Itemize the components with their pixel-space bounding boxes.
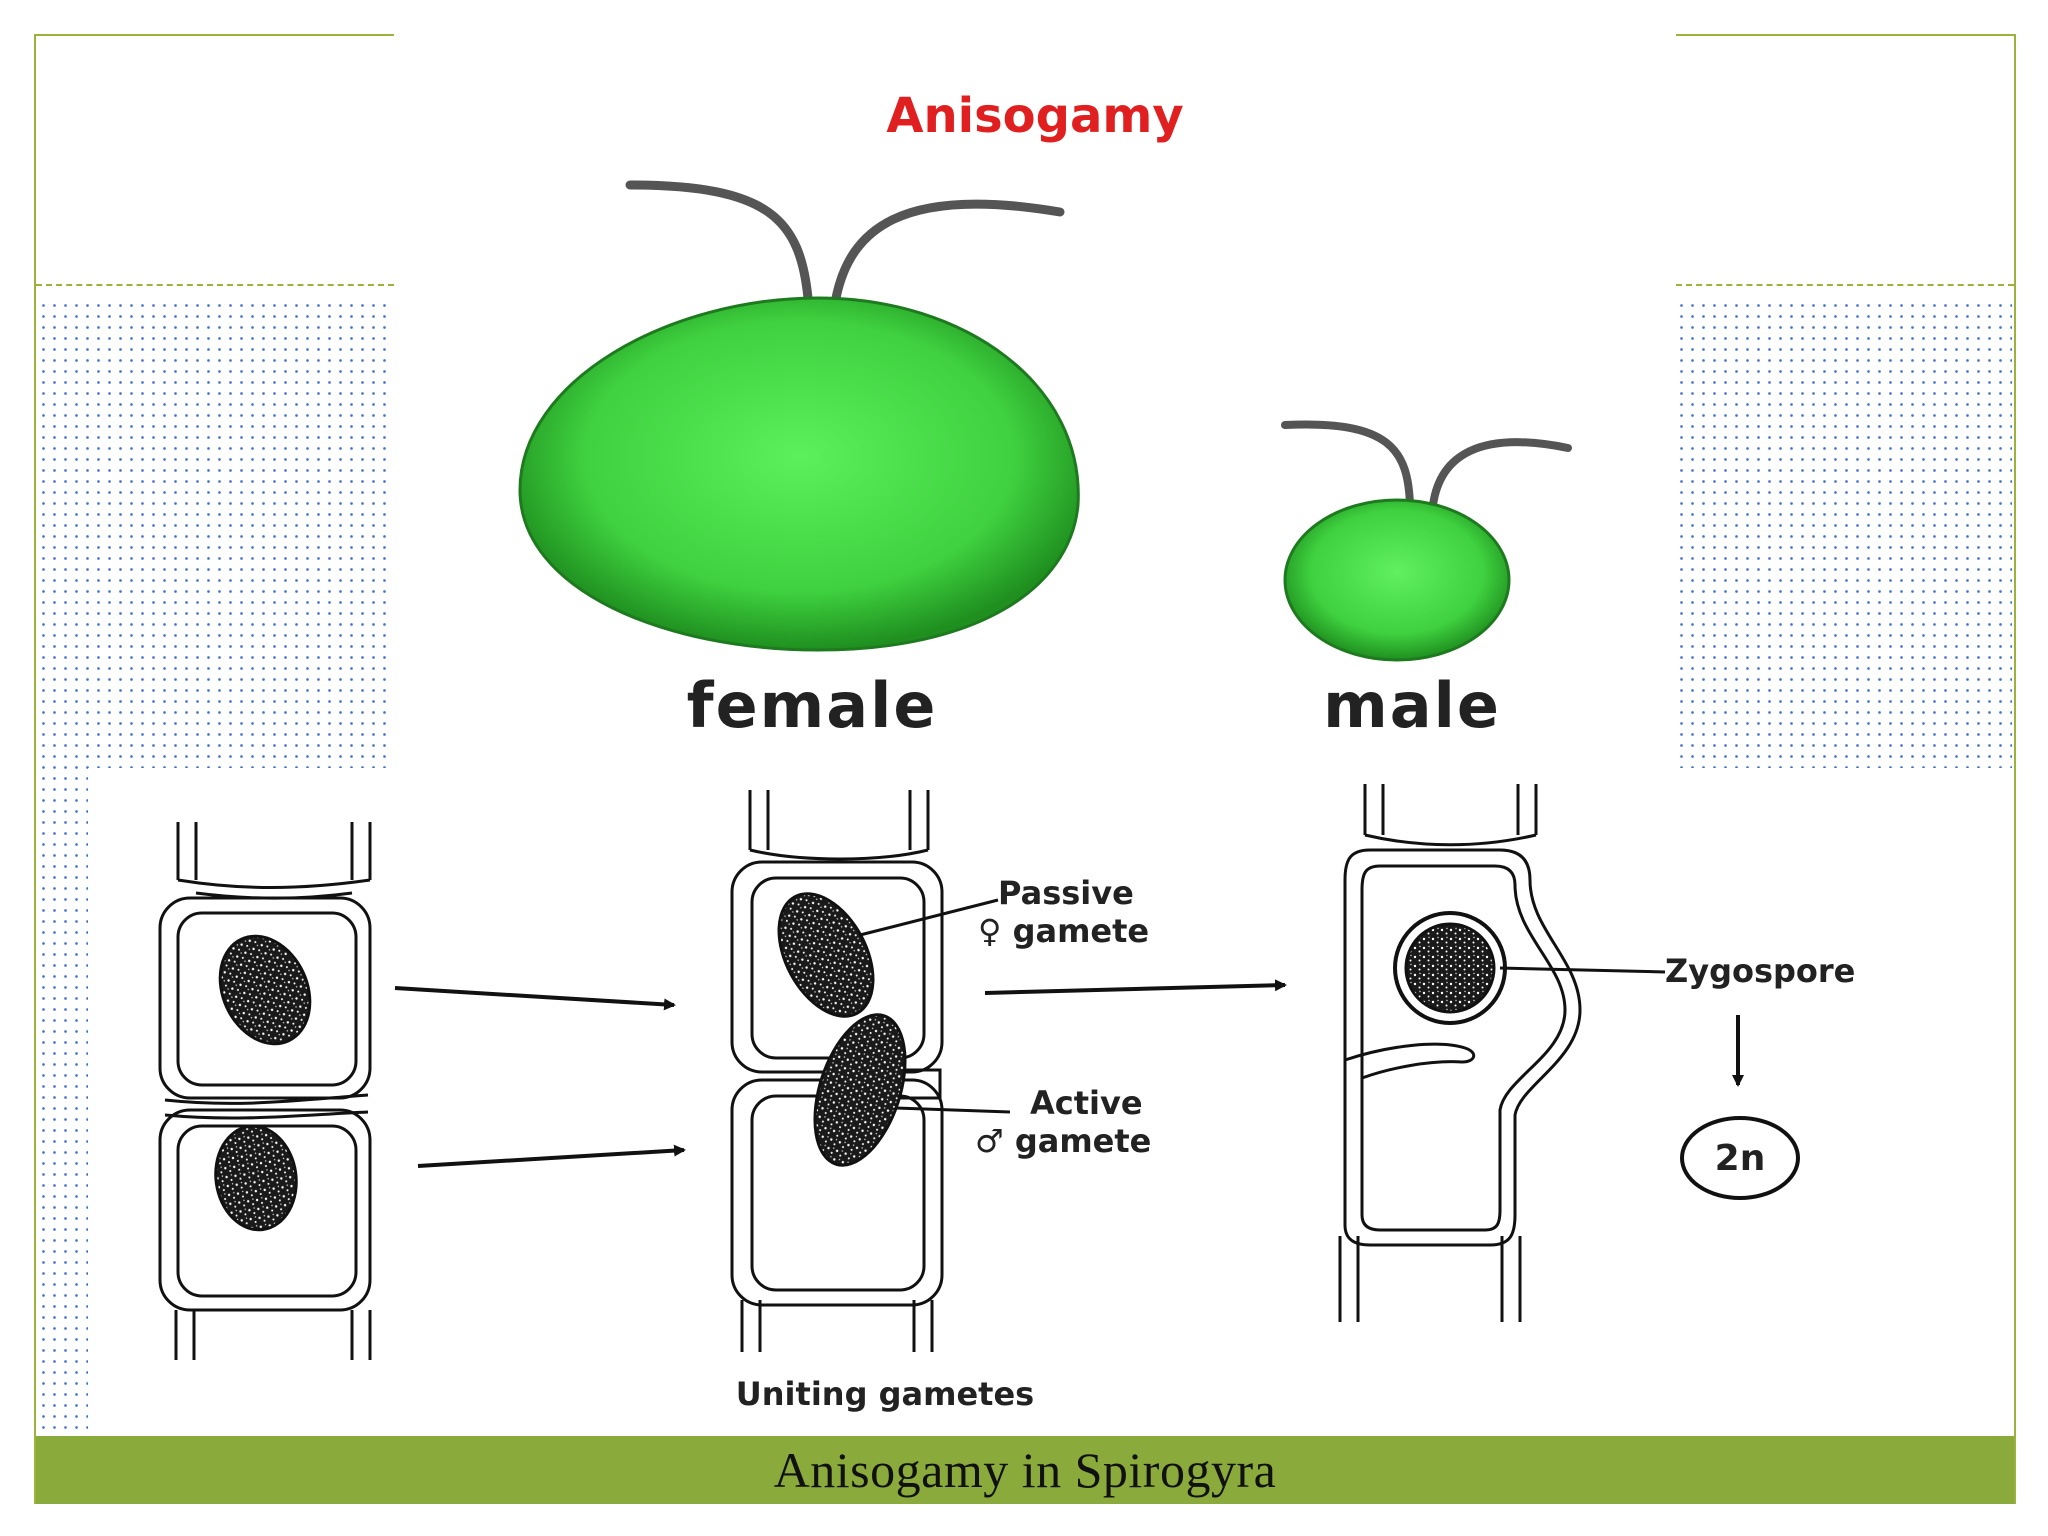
stage1-lower-cell — [158, 1108, 372, 1312]
female-flagellum-left — [625, 180, 813, 303]
zygospore — [1404, 922, 1496, 1014]
active-gamete-label-line2: ♂ gamete — [975, 1122, 1151, 1160]
stage1-lower-protoplast — [214, 1124, 298, 1232]
passive-leader-line — [859, 898, 999, 937]
male-gamete — [1281, 420, 1572, 662]
filament-stage-3 — [1338, 784, 1582, 1322]
female-gamete — [518, 180, 1080, 652]
stage3-septum — [1344, 1042, 1476, 1080]
zygospore-label: Zygospore — [1665, 952, 1855, 990]
passive-gamete-label-line1: Passive — [998, 874, 1134, 912]
uniting-gametes-label: Uniting gametes — [736, 1375, 1034, 1413]
female-label: female — [687, 669, 938, 742]
frame-left — [34, 34, 36, 1504]
lower-image-area — [88, 768, 2012, 1432]
stage1-upper-protoplast — [218, 934, 312, 1046]
arrow-stage2-to-stage3 — [984, 979, 1287, 995]
caption-bar: Anisogamy in Spirogyra — [36, 1436, 2014, 1504]
male-flagellum-left — [1281, 420, 1414, 509]
divider-right — [1676, 284, 2014, 286]
male-cell-body — [1283, 498, 1511, 662]
stage3-fused-cell-inner — [1360, 864, 1567, 1232]
active-male-gamete — [813, 1013, 907, 1167]
male-flagellum-right — [1429, 438, 1572, 509]
slide-caption: Anisogamy in Spirogyra — [773, 1442, 1277, 1498]
female-flagellum-right — [831, 199, 1065, 303]
frame-top-left — [34, 34, 394, 36]
frame-top-right — [1676, 34, 2016, 36]
passive-gamete-label-line2: ♀ gamete — [978, 912, 1149, 950]
figure-title: Anisogamy — [886, 88, 1183, 144]
active-leader-line — [895, 1106, 1011, 1114]
arrow-stage1-to-stage2-lower — [417, 1144, 686, 1168]
ploidy-circle — [1680, 1116, 1800, 1200]
filament-stage-1 — [158, 822, 372, 1360]
active-gamete-label-line1: Active — [1030, 1084, 1143, 1122]
zygospore-leader-line — [1499, 966, 1666, 974]
ploidy-label: 2n — [1715, 1138, 1766, 1179]
passive-female-gamete — [777, 892, 875, 1018]
male-label: male — [1323, 669, 1501, 742]
divider-left — [36, 284, 394, 286]
stage3-fused-cell-outer — [1343, 848, 1582, 1247]
arrow-stage1-to-stage2-upper — [394, 986, 676, 1011]
frame-right — [2014, 34, 2016, 1504]
stage1-upper-cell — [158, 896, 372, 1100]
female-cell-body — [518, 296, 1080, 652]
